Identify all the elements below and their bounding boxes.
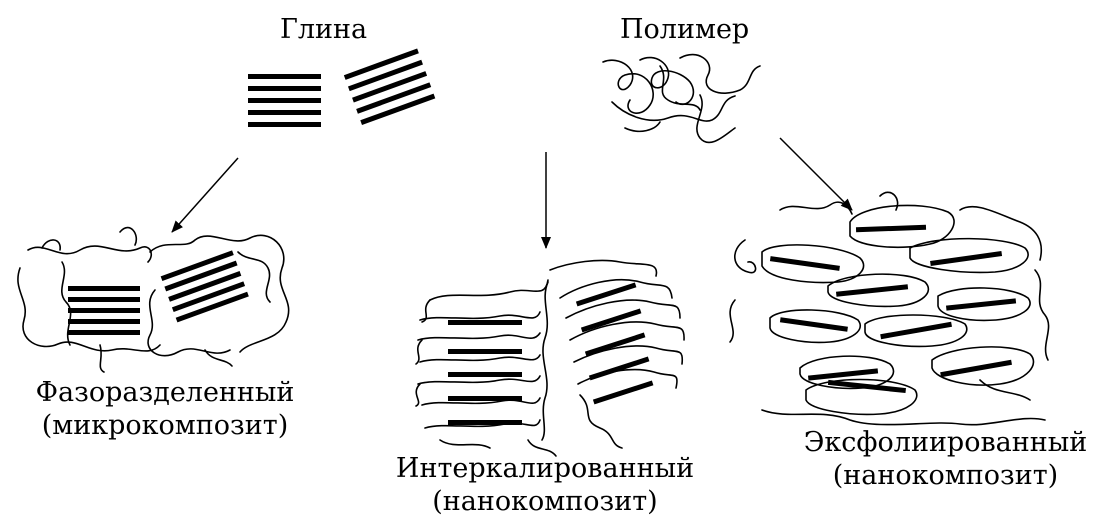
phase-separated-subtitle: (микрокомпозит) xyxy=(0,409,330,442)
phase-separated-title: Фазоразделенный xyxy=(0,376,330,409)
exfoliated-title: Эксфолиированный xyxy=(785,426,1106,459)
polymer-coil xyxy=(603,55,760,143)
exfoliated-label: Эксфолиированный (нанокомпозит) xyxy=(785,426,1106,492)
clay-label: Глина xyxy=(280,14,367,45)
arrow-to-phase-separated xyxy=(172,158,238,232)
phase-separated-label: Фазоразделенный (микрокомпозит) xyxy=(0,376,330,442)
intercalated-title: Интеркалированный xyxy=(370,452,720,485)
intercalated-subtitle: (нанокомпозит) xyxy=(370,485,720,518)
clay-stack-flat xyxy=(248,74,321,127)
arrows xyxy=(172,138,852,248)
clay-stack-tilted xyxy=(344,49,435,125)
intercalated-label: Интеркалированный (нанокомпозит) xyxy=(370,452,720,518)
exfoliated-structure xyxy=(730,192,1049,424)
polymer-label: Полимер xyxy=(620,14,749,45)
phase-separated-structure xyxy=(18,228,289,372)
intercalated-structure xyxy=(416,260,684,456)
arrow-to-exfoliated xyxy=(780,138,852,210)
exfoliated-subtitle: (нанокомпозит) xyxy=(785,459,1106,492)
